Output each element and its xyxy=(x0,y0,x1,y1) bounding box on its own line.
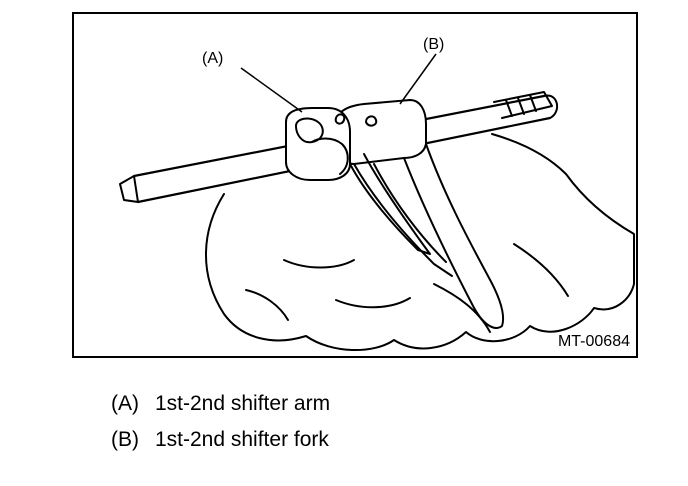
fork-rib xyxy=(373,163,447,263)
figure-code: MT-00684 xyxy=(557,333,630,350)
legend-text: 1st-2nd shifter arm xyxy=(155,392,331,415)
arm-bore xyxy=(295,117,324,144)
shifter-illustration xyxy=(119,53,635,351)
legend-key: (B) xyxy=(111,428,139,451)
legend-item-a: (A) 1st-2nd shifter arm xyxy=(111,392,330,416)
callout-b: (B) xyxy=(423,36,445,53)
legend-key: (A) xyxy=(111,392,139,415)
callout-a: (A) xyxy=(202,50,224,67)
arm-blade xyxy=(349,153,431,255)
arm-hole xyxy=(334,113,346,125)
legend-item-b: (B) 1st-2nd shifter fork xyxy=(111,428,329,452)
leader-line-a xyxy=(240,67,303,113)
fork-hole xyxy=(365,115,378,127)
rod-left-end xyxy=(119,175,139,203)
rag-fold-1 xyxy=(283,259,355,269)
leader-line-b xyxy=(399,53,437,105)
fork-leg xyxy=(353,143,504,329)
rag-fold-5 xyxy=(245,289,289,321)
legend-text: 1st-2nd shifter fork xyxy=(155,428,329,451)
figure-frame: (A) (B) MT-00684 xyxy=(72,12,638,358)
rag-fold-3 xyxy=(433,283,491,333)
rod-thread xyxy=(493,91,553,119)
rag-fold-2 xyxy=(335,297,411,309)
arm-front-ring xyxy=(311,137,349,175)
rag-outline xyxy=(205,133,635,351)
rag-fold-4 xyxy=(513,243,569,297)
